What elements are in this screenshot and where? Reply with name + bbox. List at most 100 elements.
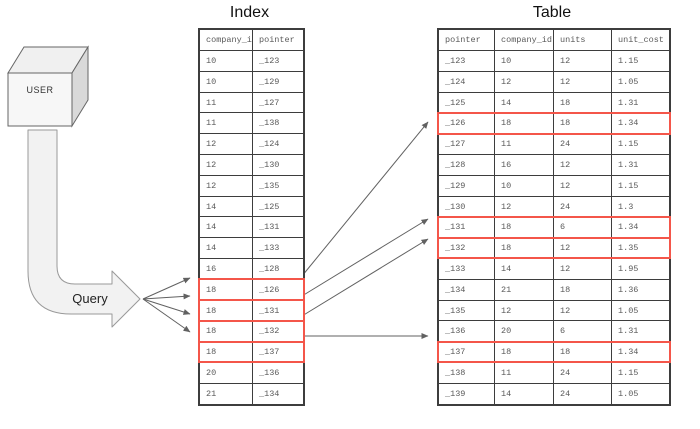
table-cell-company-id: 18	[494, 342, 553, 362]
index-cell-company-id: 11	[206, 97, 217, 108]
table-cell-unit-cost: 1.05	[611, 71, 669, 92]
table-col-header-pointer: pointer	[445, 35, 481, 45]
table-col-header-unit-cost: unit_cost	[611, 30, 669, 50]
table-row: 11 _138	[200, 112, 303, 134]
index-cell-pointer: _128	[252, 258, 303, 279]
table-cell-pointer: _135	[445, 305, 466, 316]
table-col-header-units: units	[553, 30, 611, 50]
index-cell-company-id: 14	[206, 201, 217, 212]
index-cell-pointer: _137	[252, 342, 303, 362]
table-row: 14 _125	[200, 195, 303, 217]
data-table-header-row: pointer company_id units unit_cost	[439, 30, 669, 50]
index-cell-company-id: 12	[206, 159, 217, 170]
index-cell-pointer: _133	[252, 238, 303, 258]
table-cell-pointer: _136	[445, 326, 466, 337]
table-row: _127 11 24 1.15	[439, 133, 669, 154]
index-cell-pointer: _126	[252, 279, 303, 300]
table-cell-units: 18	[553, 113, 611, 134]
index-cell-company-id: 21	[206, 388, 217, 399]
table-row: _130 12 24 1.3	[439, 195, 669, 217]
data-table-body: _123 10 12 1.15 _124 12 12 1.05 _125 14 …	[437, 50, 671, 404]
table-cell-units: 18	[553, 279, 611, 300]
table-cell-units: 24	[553, 362, 611, 383]
arrow-index-to-row-126	[301, 121, 429, 277]
index-table: company_id pointer 10 _123 10 _129 11 _1…	[198, 28, 305, 406]
table-row: 10 _123	[200, 50, 303, 71]
query-arrow-shape	[27, 129, 141, 328]
table-row: _124 12 12 1.05	[439, 70, 669, 92]
table-cell-company-id: 10	[494, 51, 553, 71]
data-table: pointer company_id units unit_cost _123 …	[437, 28, 671, 406]
arrow-index-to-row-131	[301, 218, 429, 297]
table-cell-units: 6	[553, 217, 611, 238]
table-cell-company-id: 16	[494, 154, 553, 175]
index-cell-company-id: 10	[206, 76, 217, 87]
table-cell-units: 6	[553, 321, 611, 342]
index-table-title: Index	[229, 4, 270, 21]
table-cell-unit-cost: 1.31	[611, 321, 669, 342]
table-cell-pointer: _138	[445, 367, 466, 378]
table-row: _138 11 24 1.15	[439, 361, 669, 383]
index-cell-pointer: _135	[252, 175, 303, 196]
table-cell-pointer: _126	[445, 118, 466, 129]
table-row: 18 _131	[198, 299, 305, 322]
table-row: _139 14 24 1.05	[439, 382, 669, 404]
table-cell-units: 24	[553, 134, 611, 154]
table-cell-unit-cost: 1.95	[611, 258, 669, 279]
index-cell-company-id: 11	[206, 118, 217, 129]
table-cell-pointer: _131	[445, 222, 466, 233]
index-cell-pointer: _131	[252, 300, 303, 321]
index-cell-company-id: 14	[206, 243, 217, 254]
table-row: 21 _134	[200, 382, 303, 404]
table-cell-pointer: _137	[445, 347, 466, 358]
table-cell-pointer: _130	[445, 201, 466, 212]
table-cell-company-id: 18	[494, 217, 553, 238]
table-row: _125 14 18 1.31	[439, 91, 669, 113]
arrow-query-to-132	[142, 298, 191, 315]
index-cell-company-id: 16	[206, 263, 217, 274]
table-cell-units: 24	[553, 196, 611, 217]
index-cell-company-id: 14	[206, 222, 217, 233]
table-cell-company-id: 14	[494, 92, 553, 113]
index-cell-pointer: _130	[252, 154, 303, 175]
table-cell-units: 24	[553, 383, 611, 404]
table-cell-unit-cost: 1.35	[611, 238, 669, 258]
table-cell-units: 12	[553, 258, 611, 279]
index-cell-pointer: _127	[252, 92, 303, 113]
table-col-header-company-id: company_id	[494, 30, 553, 50]
table-cell-company-id: 12	[494, 300, 553, 321]
table-row: 18 _137	[198, 340, 305, 364]
index-table-header-row: company_id pointer	[200, 30, 303, 50]
table-row: _133 14 12 1.95	[439, 257, 669, 279]
table-cell-company-id: 11	[494, 362, 553, 383]
table-cell-pointer: _133	[445, 263, 466, 274]
table-cell-unit-cost: 1.31	[611, 154, 669, 175]
index-cell-company-id: 18	[206, 347, 217, 358]
table-cell-units: 12	[553, 175, 611, 196]
table-cell-units: 18	[553, 342, 611, 362]
table-row: _134 21 18 1.36	[439, 278, 669, 300]
table-cell-unit-cost: 1.05	[611, 300, 669, 321]
arrow-query-to-137	[142, 298, 191, 333]
table-row: _128 16 12 1.31	[439, 153, 669, 175]
index-cell-company-id: 12	[206, 180, 217, 191]
table-cell-unit-cost: 1.3	[611, 196, 669, 217]
table-cell-unit-cost: 1.15	[611, 362, 669, 383]
index-cell-pointer: _124	[252, 134, 303, 154]
index-cell-company-id: 12	[206, 139, 217, 150]
table-row: 14 _131	[200, 216, 303, 238]
table-cell-pointer: _123	[445, 56, 466, 66]
table-cell-unit-cost: 1.34	[611, 342, 669, 362]
table-cell-units: 12	[553, 238, 611, 258]
table-cell-company-id: 10	[494, 175, 553, 196]
table-row: 12 _135	[200, 174, 303, 196]
index-to-table-arrows	[301, 121, 429, 339]
table-cell-units: 12	[553, 154, 611, 175]
arrow-query-to-131	[142, 293, 191, 300]
table-row: _135 12 12 1.05	[439, 299, 669, 321]
table-cell-unit-cost: 1.31	[611, 92, 669, 113]
table-row: _123 10 12 1.15	[439, 50, 669, 71]
table-cell-unit-cost: 1.34	[611, 217, 669, 238]
table-row: _136 20 6 1.31	[439, 320, 669, 342]
